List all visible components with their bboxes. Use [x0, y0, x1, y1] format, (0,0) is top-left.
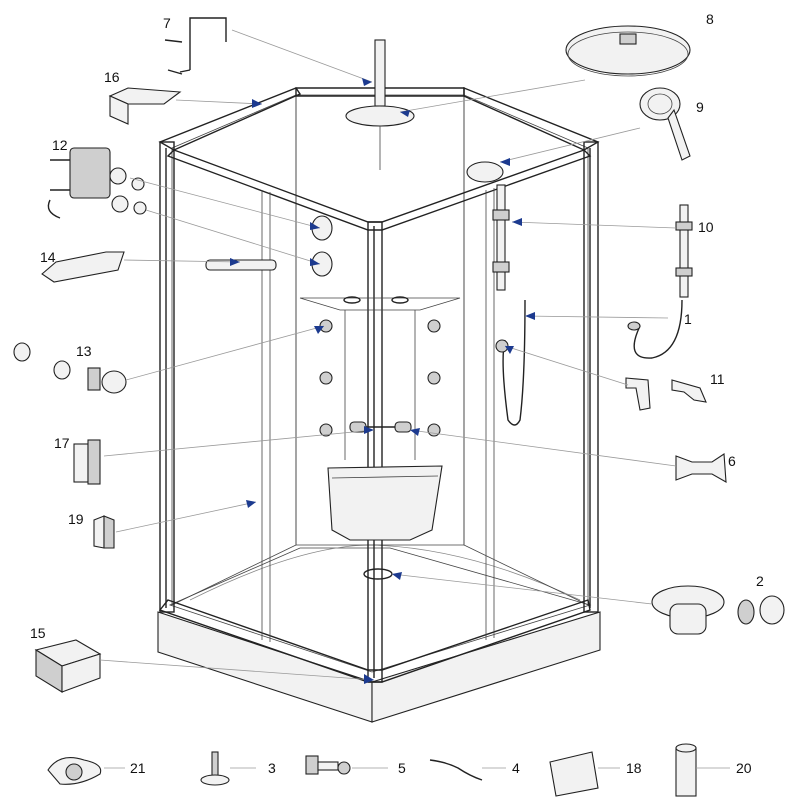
callout-21: 21 [130, 760, 146, 776]
callout-17: 17 [54, 435, 70, 451]
part-6-door-handle [675, 453, 727, 483]
callout-4: 4 [512, 760, 520, 776]
part-3-foot [200, 751, 230, 786]
front-frame [158, 86, 600, 683]
part-11-elbows [625, 377, 707, 411]
part-15-corner-connector [34, 639, 102, 693]
seat [327, 465, 443, 541]
part-12-mixer-valve [47, 147, 147, 219]
callout-12: 12 [52, 137, 68, 153]
callout-11: 11 [710, 371, 725, 387]
callout-2: 2 [756, 573, 764, 589]
callout-10: 10 [698, 219, 714, 235]
part-10-slide-rail [675, 204, 693, 298]
callout-1: 1 [684, 311, 692, 327]
part-21-clip [47, 757, 102, 785]
part-20-tube [675, 743, 697, 797]
leader-lines [99, 29, 730, 769]
callout-19: 19 [68, 511, 84, 527]
callout-16: 16 [104, 69, 120, 85]
callout-3: 3 [268, 760, 276, 776]
part-2-drain [651, 585, 785, 635]
callout-14: 14 [40, 249, 56, 265]
overhead-shower [345, 39, 415, 170]
part-9-hand-shower [639, 87, 691, 161]
callout-18: 18 [626, 760, 642, 776]
jet-column [299, 296, 461, 460]
part-4-spring [429, 759, 483, 781]
part-8-rain-head [565, 25, 691, 77]
shower-cabin [157, 39, 601, 723]
callout-5: 5 [398, 760, 406, 776]
shower-rail [466, 161, 526, 426]
part-14-soap-shelf [41, 251, 125, 283]
shower-tray [157, 544, 601, 723]
back-walls [171, 94, 589, 606]
callout-15: 15 [30, 625, 46, 641]
pointer-arrows [230, 78, 535, 684]
callout-labels: 7 8 9 16 12 10 14 1 13 11 17 6 19 2 15 2… [30, 11, 764, 776]
callout-8: 8 [706, 11, 714, 27]
callout-6: 6 [728, 453, 736, 469]
part-18-pad [549, 751, 599, 797]
mixer-taps [349, 421, 412, 433]
callout-7: 7 [163, 15, 171, 31]
part-1-hose [627, 299, 683, 359]
part-7-spout [164, 17, 227, 75]
part-16-bracket [108, 87, 182, 125]
part-17-seal-profile [73, 439, 101, 485]
part-5-hinge [305, 755, 351, 775]
callout-9: 9 [696, 99, 704, 115]
callout-20: 20 [736, 760, 752, 776]
callout-13: 13 [76, 343, 92, 359]
part-13-jet [13, 342, 127, 394]
part-19-seal-profile [93, 515, 115, 549]
